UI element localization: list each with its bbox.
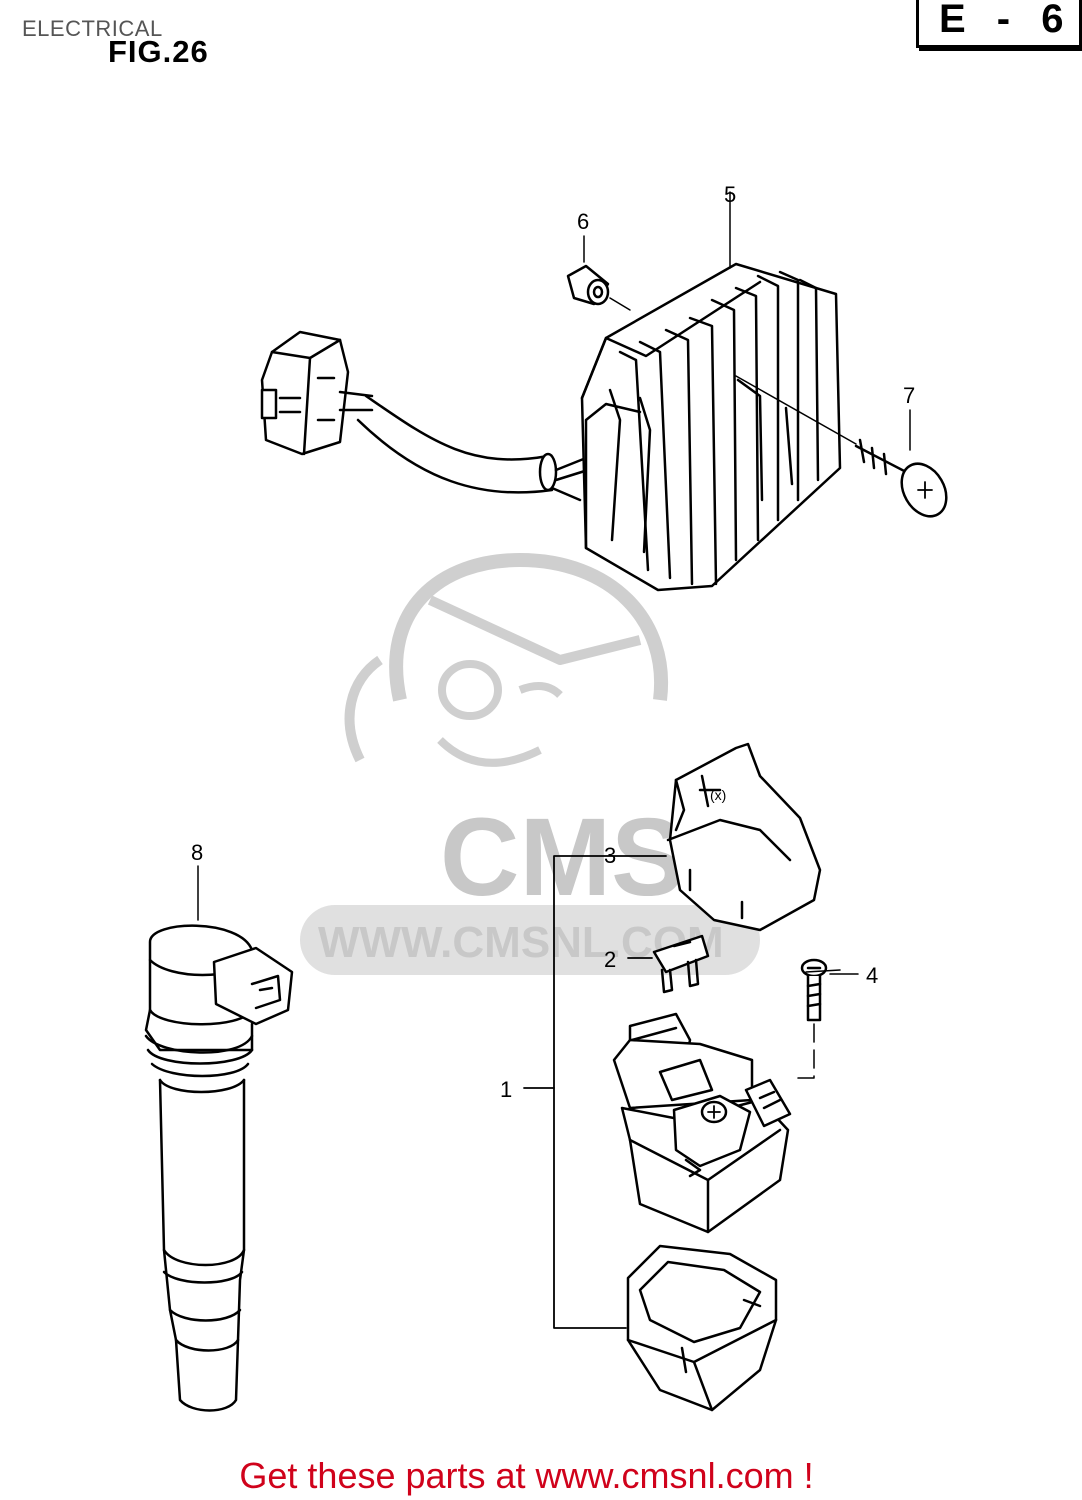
- starter-relay: [612, 1012, 792, 1234]
- exploded-parts-diagram: CMS WWW.CMSNL.COM: [144, 182, 948, 1412]
- callout-number: 5: [724, 182, 736, 207]
- regulator-rectifier: [260, 191, 948, 592]
- screw: [795, 958, 859, 1079]
- relay-cover: (x): [666, 742, 822, 932]
- figure-title: FIG.26: [108, 34, 209, 69]
- section-label: ELECTRICAL: [22, 16, 163, 41]
- callout-number: 1: [500, 1077, 512, 1102]
- relay-cushion: [626, 1244, 778, 1412]
- callout-bracket: [523, 855, 667, 1329]
- ignition-coil: [144, 865, 294, 1412]
- callout-number: 6: [577, 209, 589, 234]
- fuse: [652, 934, 710, 994]
- reference-code: E - 6: [939, 0, 1074, 41]
- callout-number: 2: [604, 947, 616, 972]
- callout-number: 4: [866, 963, 878, 988]
- callout-number: 7: [903, 383, 915, 408]
- reference-code-box: E - 6: [916, 0, 1082, 48]
- watermark-url: WWW.CMSNL.COM: [318, 918, 724, 967]
- callout-leaders: [805, 969, 841, 973]
- footer-parts-link[interactable]: Get these parts at www.cmsnl.com !: [239, 1455, 814, 1496]
- watermark-brand: CMS: [440, 796, 684, 919]
- callout-number: 8: [191, 840, 203, 865]
- cms-watermark: CMS WWW.CMSNL.COM: [300, 553, 760, 975]
- collar: [566, 235, 631, 311]
- callout-number: 3: [604, 843, 616, 868]
- svg-text:(x): (x): [710, 787, 726, 803]
